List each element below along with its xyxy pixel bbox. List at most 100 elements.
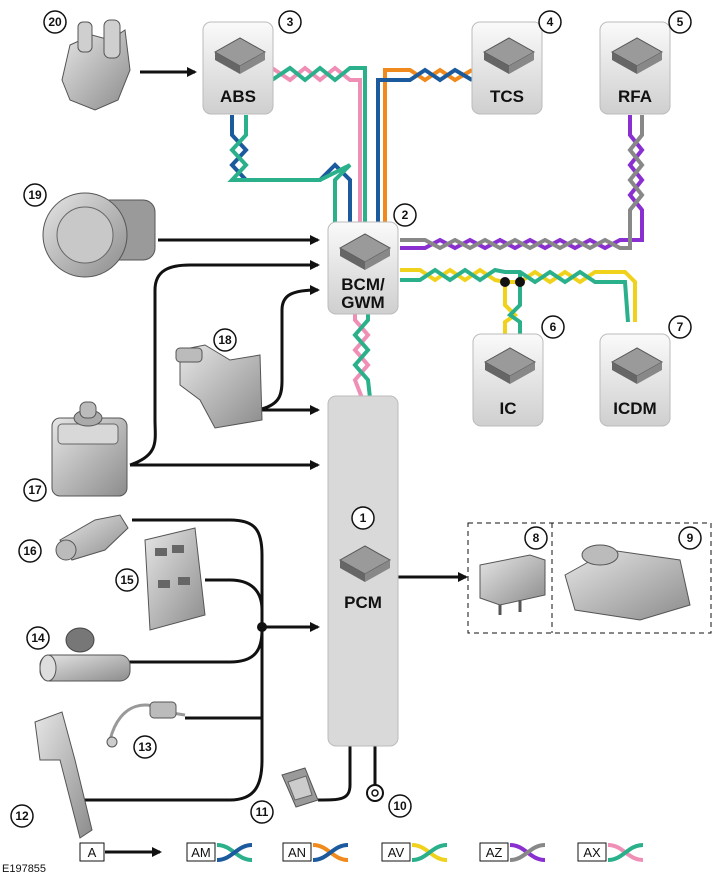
ecu-chip-icon: [338, 545, 392, 582]
legend-network-ax: AX: [577, 842, 644, 862]
callout-15: 15: [115, 568, 139, 592]
component-10-ground: [366, 784, 384, 802]
callout-number: 8: [533, 531, 540, 545]
callout-number: 3: [287, 15, 294, 29]
component-16-sensor: [55, 514, 129, 561]
callout-number: 12: [15, 809, 29, 823]
callout-number: 19: [28, 188, 42, 202]
wire-bcm-pcm-ax: [352, 300, 372, 399]
splice-dot: [515, 277, 525, 287]
component-18-brake-switch: [175, 344, 263, 429]
legend-network-an: AN: [282, 842, 349, 862]
legend-network-am: AM: [186, 842, 253, 862]
module-label-gwm: GWM: [341, 293, 384, 312]
callout-1: 1: [351, 506, 375, 530]
module-label-bcm: BCM/: [341, 275, 385, 294]
callout-number: 16: [23, 544, 37, 558]
callout-number: 7: [677, 320, 684, 334]
ecu-chip-icon: [610, 37, 664, 74]
callout-number: 15: [120, 573, 134, 587]
callout-number: 20: [48, 15, 62, 29]
callout-number: 13: [138, 740, 152, 754]
arrow-17-bcm: [129, 260, 320, 467]
component-15-module: [144, 527, 206, 631]
callout-13: 13: [133, 735, 157, 759]
legend-wire-b: [509, 843, 546, 862]
wire-abs-bcm-am: [227, 115, 352, 222]
ecu-chip-icon: [483, 347, 537, 384]
callout-4: 4: [538, 10, 562, 34]
starter-group: [467, 522, 712, 634]
legend-network-av: AV: [381, 842, 448, 862]
wire-tcs-bcm-an: [376, 67, 474, 222]
arrow-14: [125, 629, 264, 664]
legend-wire-b: [607, 843, 644, 862]
callout-number: 10: [393, 799, 407, 813]
module-ic: IC: [472, 333, 544, 427]
module-rfa: RFA: [599, 21, 671, 115]
legend-network-code: AN: [288, 845, 306, 860]
callout-number: 9: [687, 531, 694, 545]
callout-number: 1: [360, 511, 367, 525]
legend-network-az: AZ: [479, 842, 546, 862]
module-bcm-gwm: BCM/ GWM: [327, 221, 399, 315]
callout-11: 11: [250, 800, 274, 824]
arrow-18-bcm: [257, 285, 320, 412]
legend-network-code: AV: [388, 845, 405, 860]
callout-number: 18: [218, 333, 232, 347]
arrow-12: [75, 630, 264, 802]
module-label-pcm: PCM: [344, 593, 382, 612]
arrow-16: [132, 518, 264, 625]
callout-14: 14: [26, 626, 50, 650]
callout-number: 5: [677, 15, 684, 29]
component-9-starter-motor: [564, 544, 691, 621]
legend-wire-b: [411, 843, 448, 862]
callout-number: 6: [550, 320, 557, 334]
ecu-chip-icon: [610, 347, 664, 384]
callout-19: 19: [23, 183, 47, 207]
callout-18: 18: [213, 328, 237, 352]
callout-10: 10: [388, 794, 412, 818]
legend-network-code: AX: [583, 845, 601, 860]
callout-20: 20: [43, 10, 67, 34]
component-17-switch: [51, 401, 128, 497]
module-abs: ABS: [202, 21, 274, 115]
component-13-sensor: [106, 701, 186, 748]
callout-7: 7: [668, 315, 692, 339]
ecu-chip-icon: [338, 233, 392, 270]
callout-2: 2: [393, 203, 417, 227]
module-label-rfa: RFA: [618, 87, 652, 106]
component-14-crankshaft-sensor: [39, 627, 131, 682]
wire-abs-bcm-ax: [270, 65, 367, 222]
callout-17: 17: [23, 478, 47, 502]
module-label-tcs: TCS: [490, 87, 524, 106]
legend-wire-b: [312, 843, 349, 862]
module-label-icdm: ICDM: [613, 399, 656, 418]
legend-networks: AM AN AV AZ AX: [186, 842, 644, 862]
callout-number: 4: [547, 15, 554, 29]
callout-6: 6: [541, 315, 565, 339]
wire-bcm-ic-icdm-av: [400, 267, 637, 340]
callout-12: 12: [10, 804, 34, 828]
splice-dot: [500, 277, 510, 287]
wire-pcm-fuse: [317, 745, 352, 802]
callout-number: 2: [402, 208, 409, 222]
callout-9: 9: [678, 526, 702, 550]
module-label-abs: ABS: [220, 87, 256, 106]
arrow-13: [185, 630, 264, 720]
module-pcm: PCM: [327, 395, 399, 747]
module-label-ic: IC: [500, 399, 517, 418]
component-20-brake-booster-sensor: [61, 19, 131, 111]
component-19-start-stop-switch: [42, 192, 156, 278]
hardwired-connections: [75, 67, 468, 802]
network-wiring: [227, 65, 645, 399]
component-8-relay: [479, 554, 546, 615]
component-11-fuse: [281, 767, 319, 808]
module-tcs: TCS: [471, 21, 543, 115]
component-12-accelerator-pedal: [34, 711, 93, 839]
ecu-chip-icon: [482, 37, 536, 74]
callout-16: 16: [18, 539, 42, 563]
